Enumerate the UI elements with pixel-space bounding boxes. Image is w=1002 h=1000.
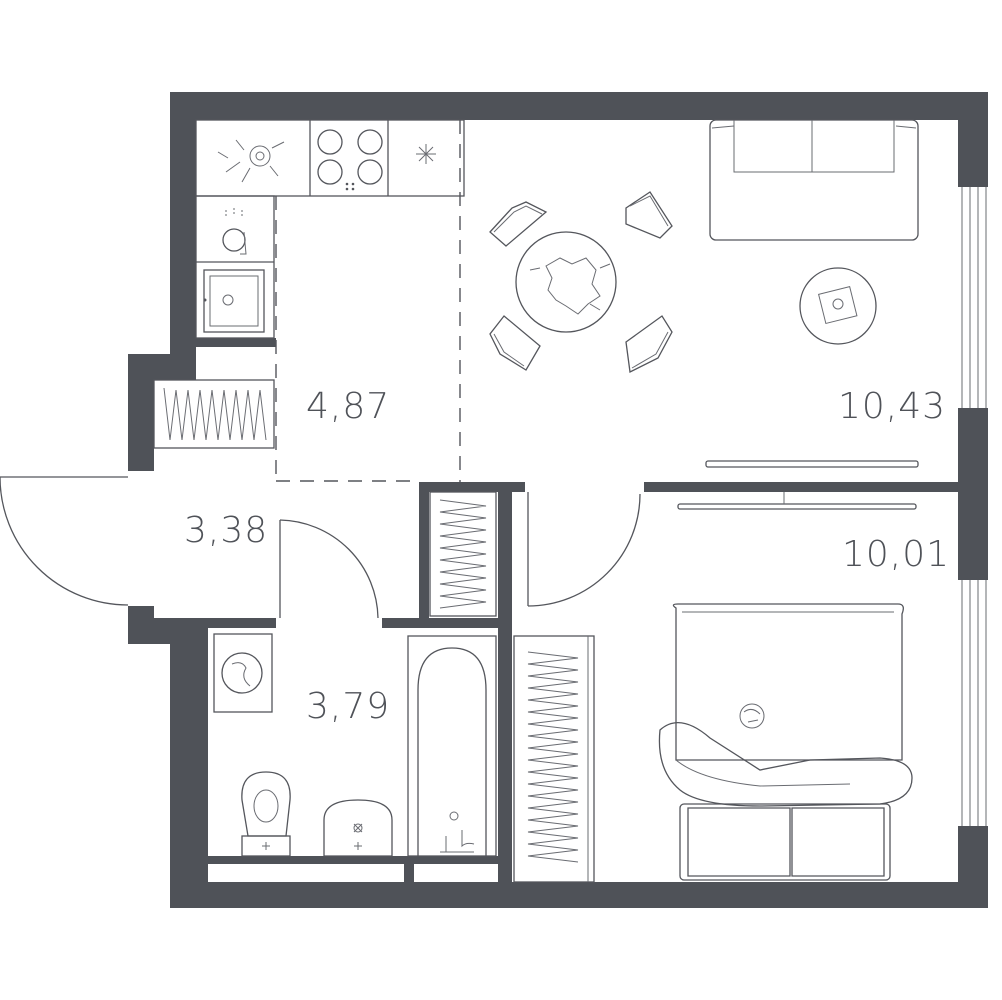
- sink-icon: [203, 269, 265, 333]
- windows: [961, 187, 987, 826]
- kitchen-area-label: 4,87: [306, 386, 390, 427]
- bathroom-door: [279, 519, 379, 619]
- sofa: [709, 119, 919, 241]
- coffee-table: [799, 267, 877, 345]
- bed: [658, 603, 913, 881]
- washbasin: [323, 799, 393, 857]
- kitchen-counter: [195, 119, 465, 339]
- dishwasher-icon: [222, 208, 247, 255]
- bedroom-wardrobe: [513, 635, 595, 883]
- hall-area-label: 3,38: [184, 510, 268, 551]
- plant-icon: [217, 139, 285, 183]
- dining-chair: [489, 201, 548, 247]
- living-area-label: 10,43: [838, 386, 946, 427]
- window-living: [961, 187, 987, 408]
- bathtub: [407, 635, 497, 857]
- hall-closet: [429, 491, 497, 617]
- tv: [677, 460, 919, 510]
- bedroom-area-label: 10,01: [842, 534, 950, 575]
- dining-chair: [489, 315, 541, 371]
- bedroom-door: [527, 492, 641, 607]
- dining-table: [515, 231, 617, 333]
- zone-divider: [275, 120, 461, 482]
- hall-wardrobe: [153, 379, 275, 449]
- entrance-door: [0, 476, 129, 606]
- bathroom-area-label: 3,79: [306, 686, 390, 727]
- toilet: [241, 771, 291, 857]
- walls: [128, 92, 988, 908]
- fridge-icon: [416, 144, 436, 164]
- window-bedroom: [961, 580, 987, 826]
- dining-chair: [625, 191, 673, 239]
- stove-icon: [317, 129, 383, 191]
- washing-machine: [213, 633, 273, 713]
- dining-chair: [625, 315, 673, 373]
